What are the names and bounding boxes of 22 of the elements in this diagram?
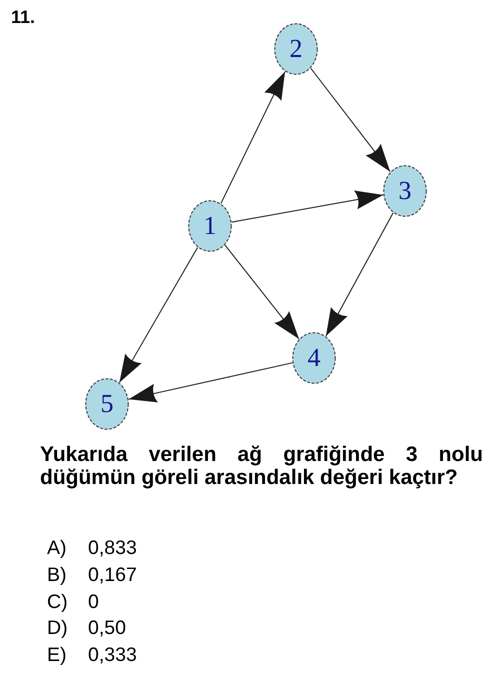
question-number: 11. (11, 7, 36, 27)
node-ellipse (188, 200, 232, 252)
option-letter: E) (47, 644, 66, 666)
option-letter: A) (47, 537, 66, 559)
node-number: 5 (100, 391, 114, 417)
node-number: 2 (290, 36, 302, 62)
option-letter: D) (47, 617, 68, 640)
node-ellipse (85, 378, 129, 430)
question-text: Yukarıda verilen ağ grafiğinde 3 nolu düğümün göreli arasındalık değeri kaçtır? (40, 443, 483, 489)
node-number: 4 (308, 345, 320, 371)
node-ellipse (274, 23, 318, 75)
option-value: 0 (88, 590, 99, 612)
node-number: 1 (204, 213, 216, 239)
option-value: 0,333 (88, 644, 137, 666)
option-value: 0,833 (88, 537, 137, 559)
node-ellipse (383, 165, 427, 217)
option-value: 0,50 (88, 617, 126, 640)
node-ellipse (292, 332, 336, 384)
option-letter: B) (47, 564, 66, 586)
node-number: 3 (398, 178, 412, 204)
option-letter: C) (47, 590, 68, 612)
option-value: 0,167 (88, 564, 137, 586)
